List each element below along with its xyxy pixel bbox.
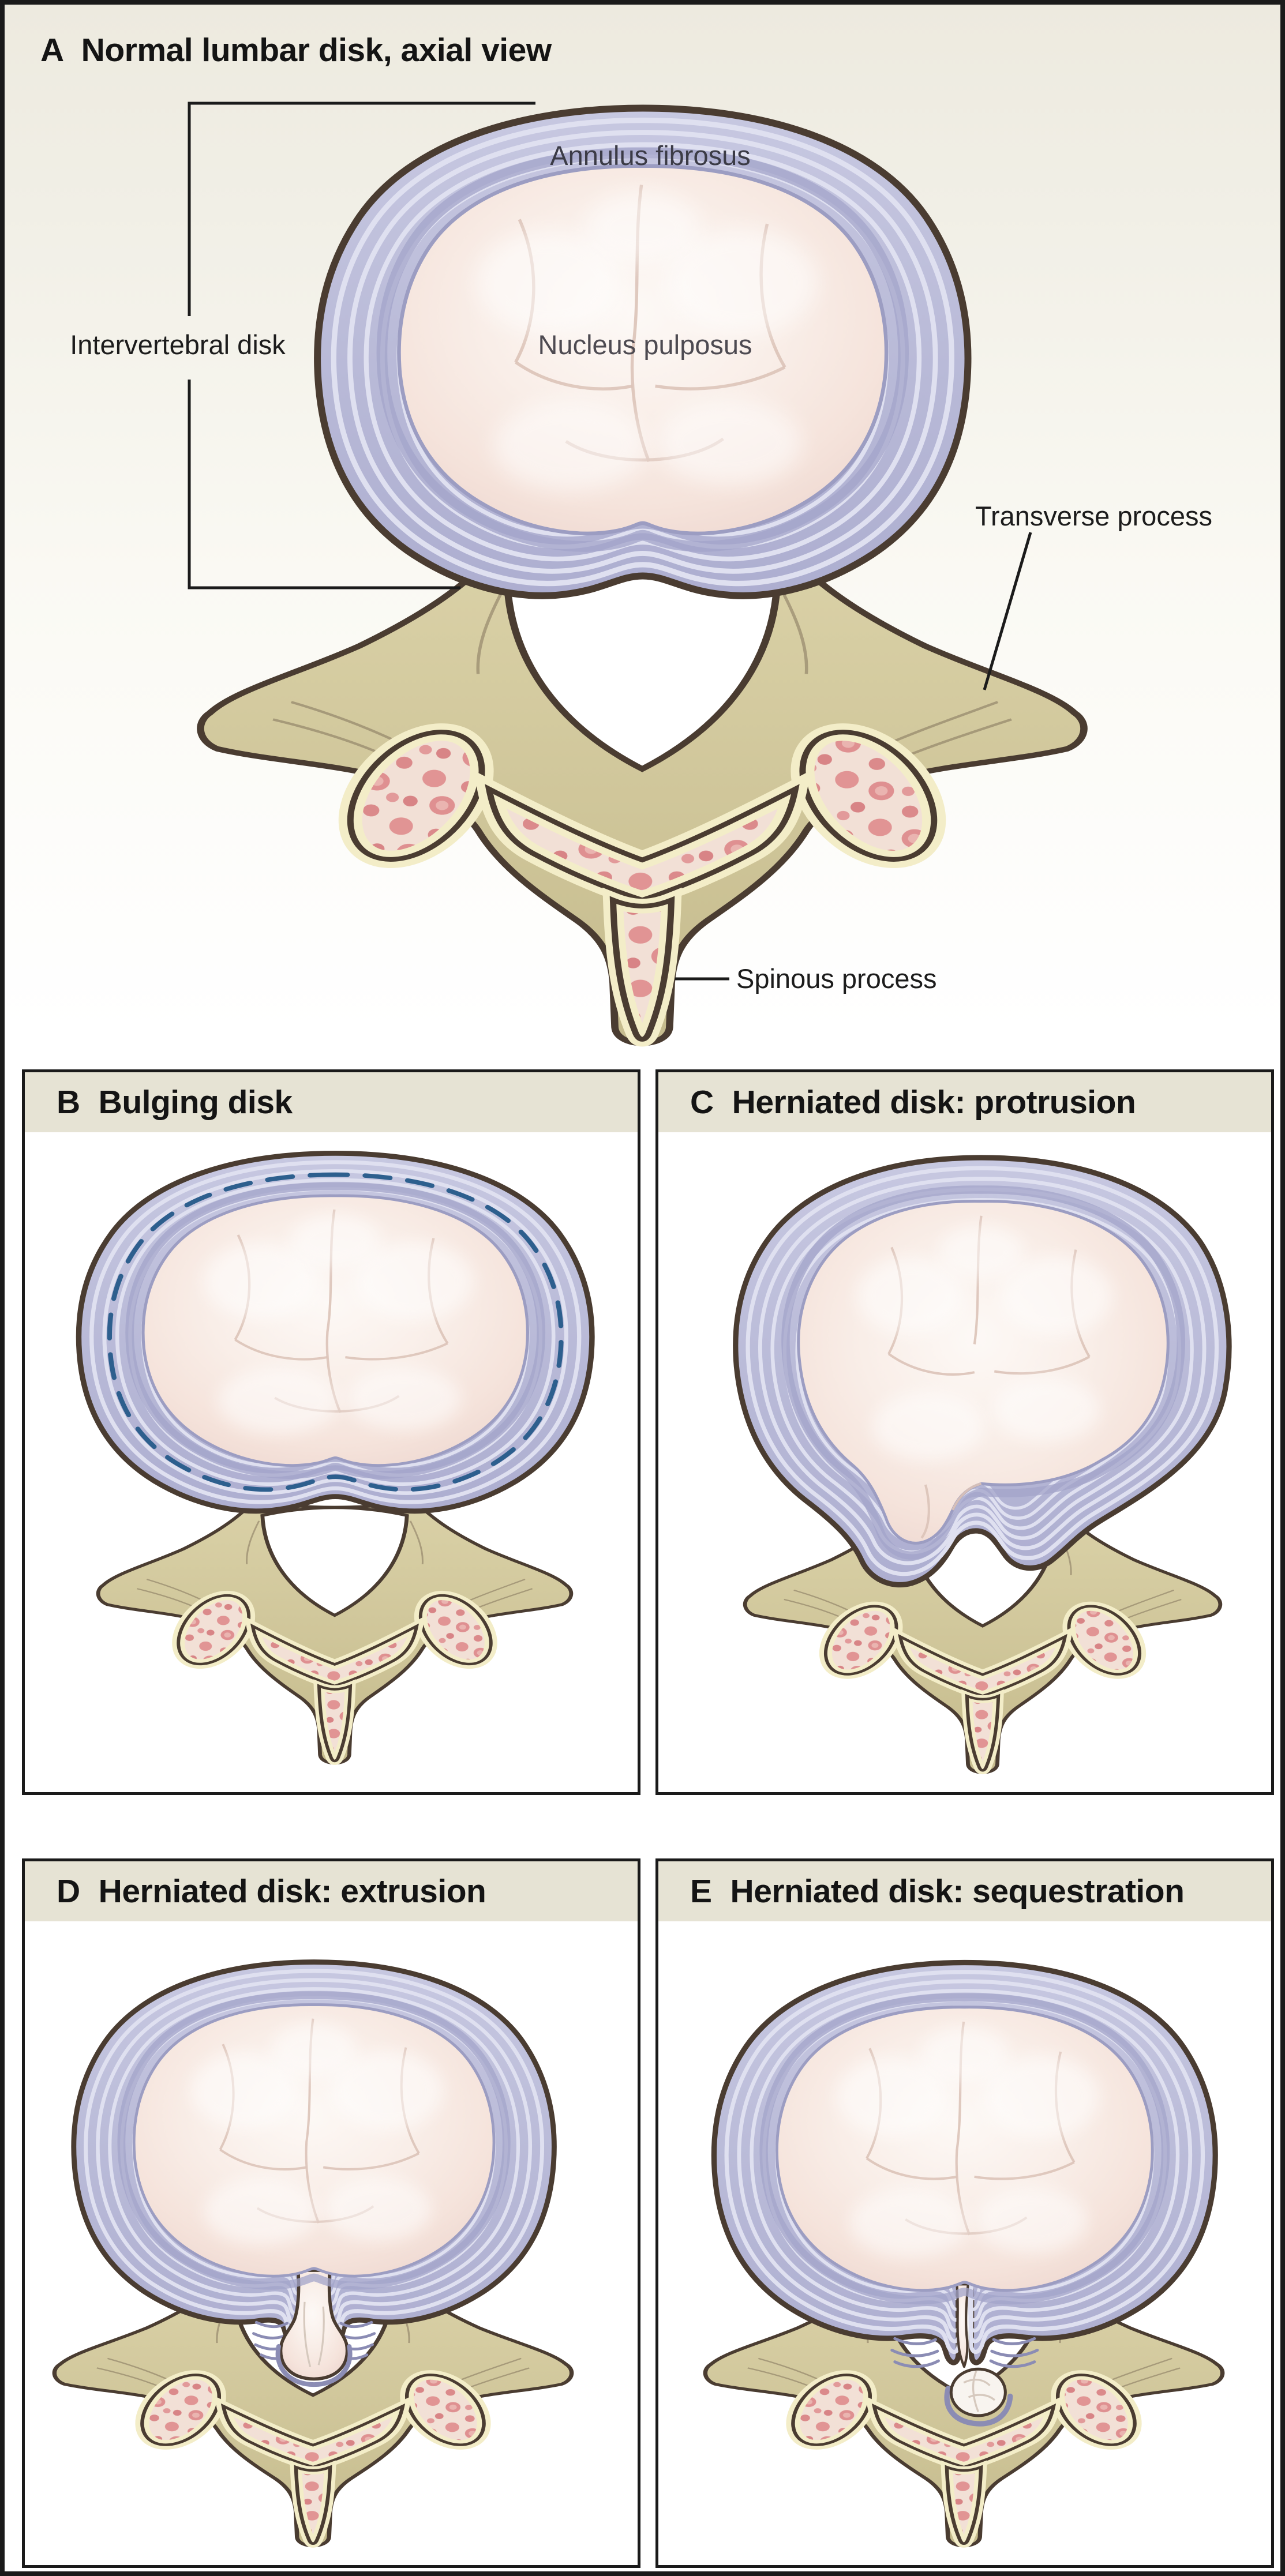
sequestered-fragment xyxy=(944,2367,1013,2427)
panel-b-body xyxy=(25,1132,638,1792)
torn-annulus-fibers xyxy=(890,2337,1039,2368)
extruded-nucleus-material xyxy=(279,2269,349,2381)
label-transverse-process: Transverse process xyxy=(975,501,1212,531)
protruded-disk xyxy=(736,1158,1229,1585)
vertebra-axial xyxy=(200,557,1084,1043)
panel-d-header: D Herniated disk: extrusion xyxy=(25,1861,638,1921)
annulus-membrane xyxy=(275,2344,353,2387)
panel-d-letter: D xyxy=(57,1873,80,1910)
panel-c-body xyxy=(658,1132,1271,1792)
panel-c-title-text: Herniated disk: protrusion xyxy=(732,1084,1136,1121)
bulging-disk xyxy=(78,1153,591,1511)
label-spinous-process: Spinous process xyxy=(736,963,936,994)
panel-a-illustration: Annulus fibrosus Nucleus pulposus Interv… xyxy=(70,102,1212,1069)
panel-b-title-text: Bulging disk xyxy=(98,1084,293,1121)
panel-e-title-text: Herniated disk: sequestration xyxy=(730,1873,1185,1910)
transverse-process-leader xyxy=(983,532,1032,690)
intervertebral-disk-bracket xyxy=(188,102,535,589)
label-nucleus-pulposus: Nucleus pulposus xyxy=(538,329,752,360)
vertebra-axial xyxy=(98,1501,571,1763)
panel-c-header: C Herniated disk: protrusion xyxy=(658,1072,1271,1132)
panel-b-header: B Bulging disk xyxy=(25,1072,638,1132)
panel-c: C Herniated disk: protrusion xyxy=(655,1069,1274,1795)
panel-d-body xyxy=(25,1921,638,2565)
label-annulus-fibrosus: Annulus fibrosus xyxy=(550,140,750,171)
panel-e-letter: E xyxy=(690,1873,712,1910)
panel-c-letter: C xyxy=(690,1084,714,1121)
panel-e-illustration xyxy=(658,1921,1271,2565)
panel-b-illustration xyxy=(25,1132,638,1792)
panel-c-illustration xyxy=(658,1132,1271,1792)
panel-b-letter: B xyxy=(57,1084,80,1121)
panel-e-header: E Herniated disk: sequestration xyxy=(658,1861,1271,1921)
sequestered-disk xyxy=(714,1963,1215,2427)
panel-d: D Herniated disk: extrusion xyxy=(22,1858,640,2568)
panel-a-letter: A xyxy=(40,32,64,69)
label-intervertebral-disk: Intervertebral disk xyxy=(70,329,286,360)
extruded-disk xyxy=(74,1962,555,2387)
panel-e-body xyxy=(658,1921,1271,2565)
panel-e: E Herniated disk: sequestration xyxy=(655,1858,1274,2568)
panel-a-title: A Normal lumbar disk, axial view xyxy=(40,31,552,69)
panel-a-title-text: Normal lumbar disk, axial view xyxy=(81,32,552,69)
panel-d-title-text: Herniated disk: extrusion xyxy=(98,1873,486,1910)
leaking-nucleus-strand xyxy=(956,2283,969,2368)
panel-d-illustration xyxy=(25,1921,638,2565)
vertebra-axial xyxy=(745,1512,1220,1773)
panel-b: B Bulging disk xyxy=(22,1069,640,1795)
